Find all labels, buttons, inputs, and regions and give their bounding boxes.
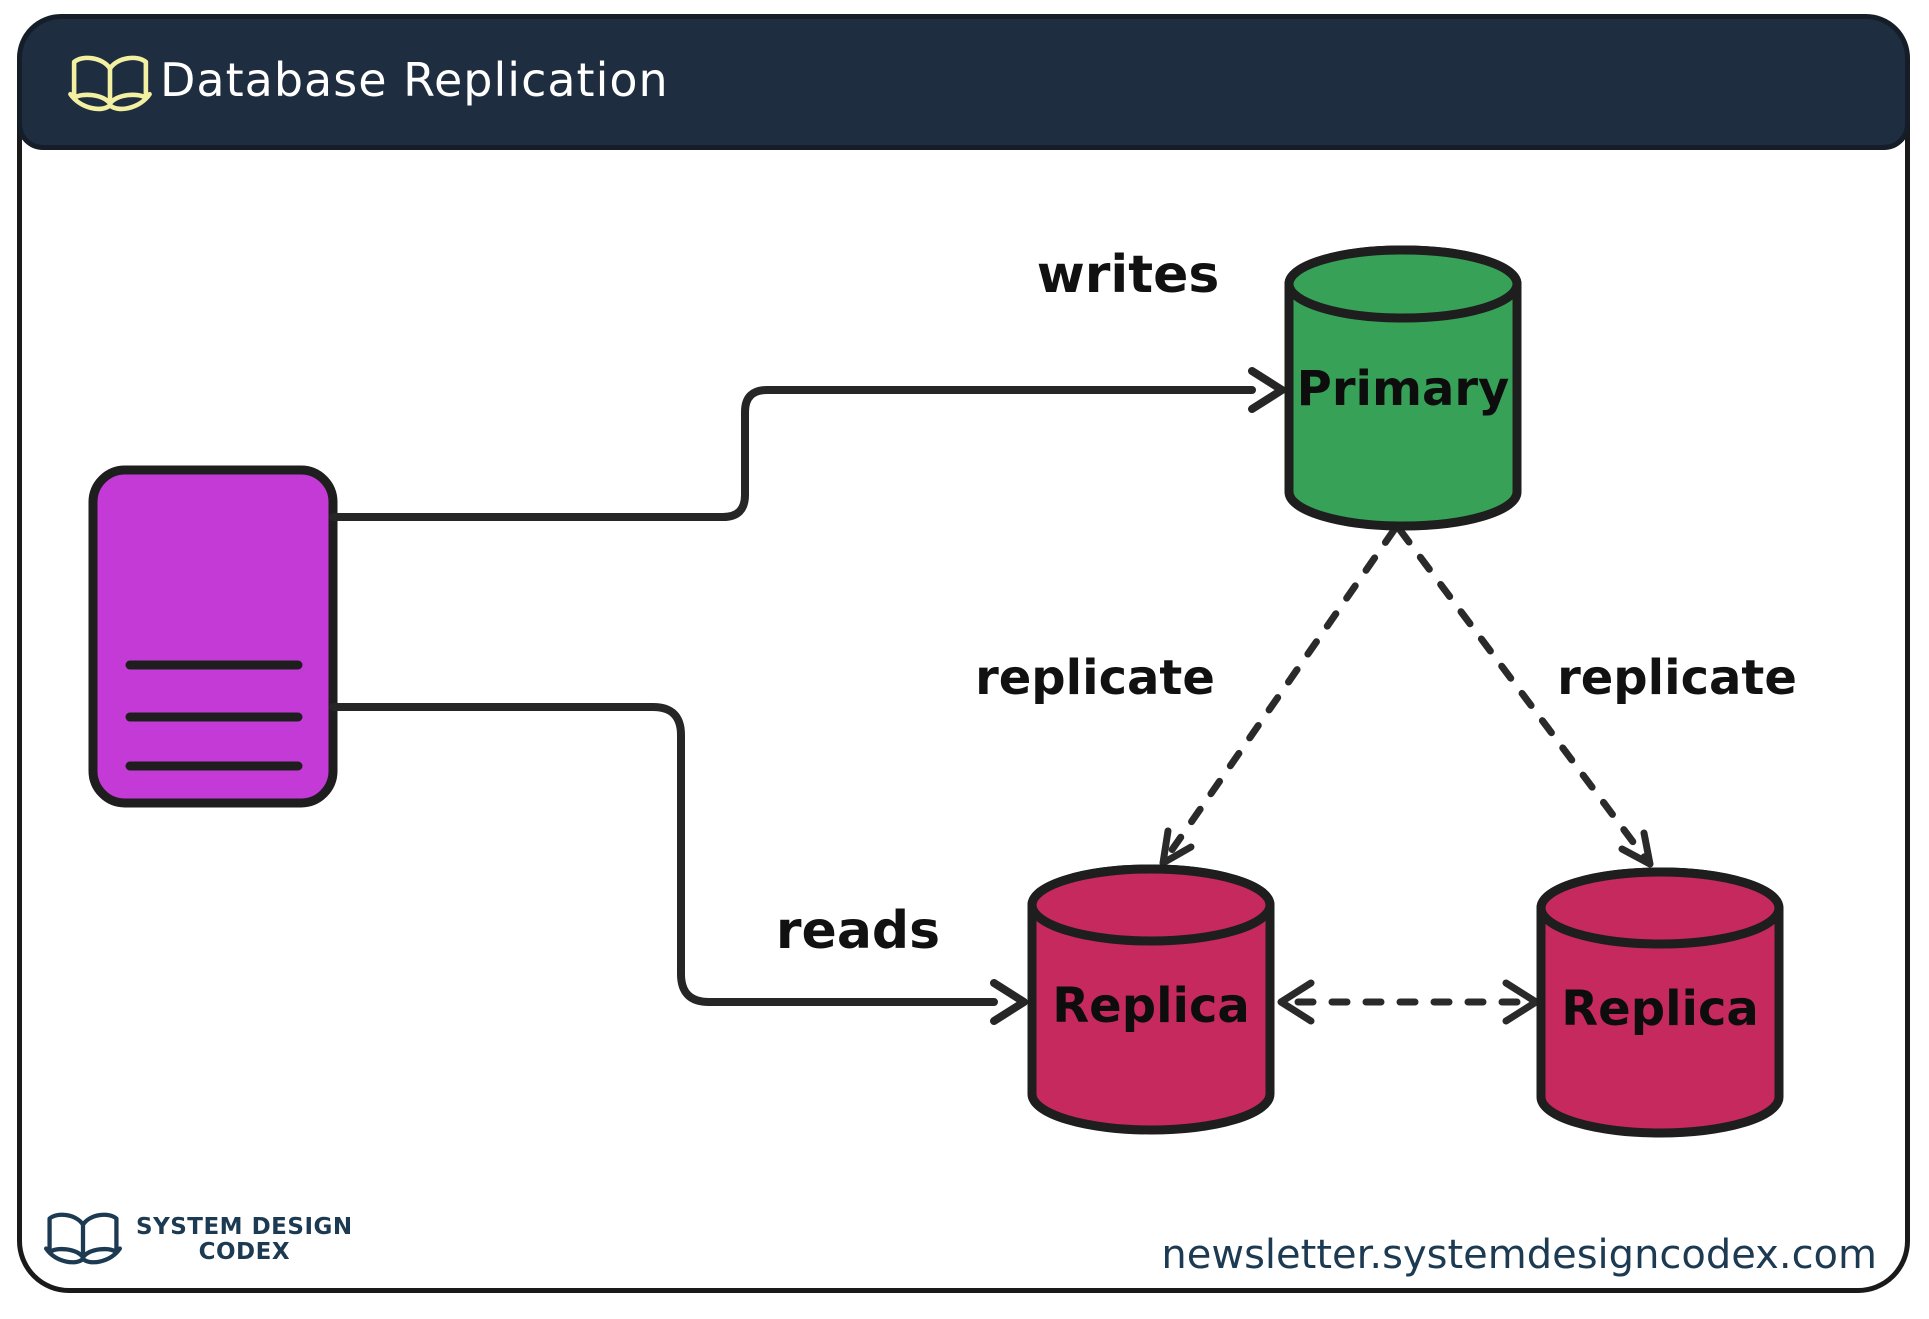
replica-left-label: Replica bbox=[1052, 978, 1250, 1034]
sync-right-arrowhead bbox=[1502, 979, 1540, 1025]
sync-left-arrowhead bbox=[1277, 979, 1315, 1025]
replicate-left-label: replicate bbox=[975, 650, 1215, 706]
writes-label: writes bbox=[1037, 245, 1220, 305]
replica-right-label: Replica bbox=[1561, 981, 1759, 1037]
replica-right-node bbox=[1536, 867, 1784, 1138]
writes-arrowhead bbox=[1248, 367, 1286, 413]
primary-db-node bbox=[1284, 245, 1522, 531]
client-node bbox=[88, 465, 338, 808]
replicate-right-edge bbox=[1396, 526, 1654, 868]
replicate-left-edge bbox=[1159, 526, 1398, 867]
reads-label: reads bbox=[776, 901, 940, 961]
page-title: Database Replication bbox=[160, 52, 669, 107]
writes-edge bbox=[329, 367, 1286, 521]
document-lines bbox=[125, 660, 303, 771]
title-bar: Database Replication bbox=[17, 14, 1910, 150]
replica-left-node bbox=[1027, 864, 1275, 1135]
replicate-right-label: replicate bbox=[1557, 650, 1797, 706]
logo-line1: SYSTEM DESIGN bbox=[136, 1213, 353, 1240]
logo-line2: CODEX bbox=[198, 1239, 291, 1265]
replica-sync-edge bbox=[1277, 979, 1540, 1025]
open-book-icon bbox=[40, 1204, 126, 1276]
newsletter-url: newsletter.systemdesigncodex.com bbox=[1161, 1232, 1877, 1278]
reads-edge bbox=[329, 703, 1028, 1025]
reads-arrowhead bbox=[990, 979, 1028, 1025]
footer-logo: SYSTEM DESIGN CODEX bbox=[40, 1204, 353, 1276]
replicate-right-arrowhead bbox=[1618, 829, 1654, 868]
primary-label: Primary bbox=[1297, 361, 1510, 417]
replicate-left-arrowhead bbox=[1159, 827, 1195, 867]
